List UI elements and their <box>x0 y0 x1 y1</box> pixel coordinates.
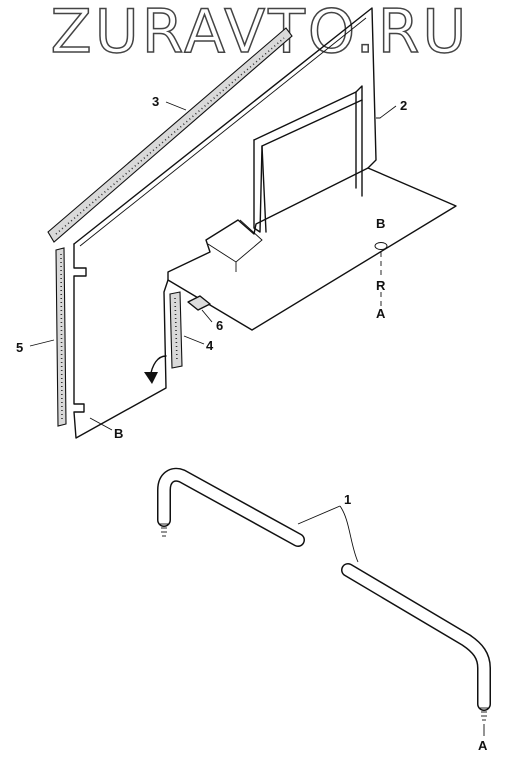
base-plate <box>167 167 457 331</box>
part-1-tube-right <box>341 563 491 721</box>
callout-a-top: A <box>376 306 386 321</box>
part-3-gasket-strip <box>47 27 293 243</box>
mounting-hole <box>374 242 388 250</box>
callout-4: 4 <box>206 338 214 353</box>
part-5-gasket-strip <box>55 247 67 427</box>
callout-a-bottom: A <box>478 738 488 753</box>
callout-r: R <box>376 278 386 293</box>
rotation-arrow-icon <box>144 355 167 384</box>
callout-b-bottom: B <box>114 426 123 441</box>
side-panel <box>73 7 377 439</box>
callout-3: 3 <box>152 94 159 109</box>
callout-1: 1 <box>344 492 351 507</box>
part-6-clip <box>187 295 211 311</box>
callout-2: 2 <box>400 98 407 113</box>
callout-5: 5 <box>16 340 23 355</box>
part-2-divider <box>253 85 363 233</box>
callout-6: 6 <box>216 318 223 333</box>
leader-lines <box>29 101 485 736</box>
part-4-gasket <box>169 291 183 369</box>
part-1-tube-left <box>157 467 305 547</box>
callout-b-top: B <box>376 216 385 231</box>
